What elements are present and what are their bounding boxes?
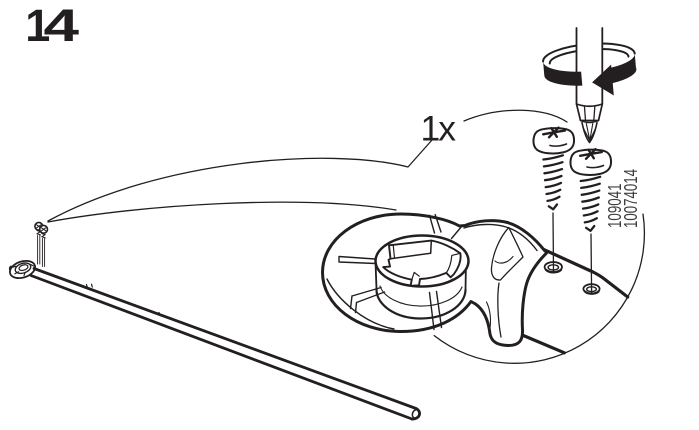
svg-text:4: 4 [44, 0, 80, 50]
svg-text:109041: 109041 [605, 184, 625, 229]
svg-text:1: 1 [25, 0, 50, 51]
svg-text:10074014: 10074014 [621, 169, 641, 228]
svg-text:1x: 1x [421, 109, 457, 149]
